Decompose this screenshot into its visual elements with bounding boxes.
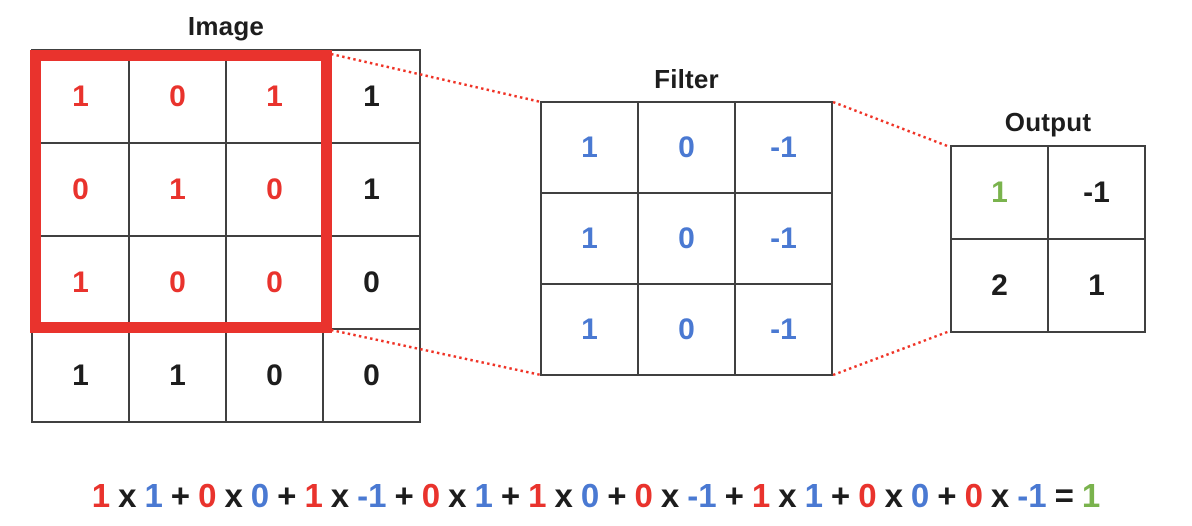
- equation-token: 0: [250, 477, 270, 514]
- equation-token: x: [330, 477, 350, 514]
- grid-cell: 1: [540, 283, 639, 376]
- grid-cell: 0: [637, 101, 736, 194]
- grid-cell: 0: [225, 328, 324, 423]
- equation-token: +: [500, 477, 521, 514]
- grid-cell: 1: [128, 328, 227, 423]
- grid-cell: -1: [734, 192, 833, 285]
- equation-token: 1: [528, 477, 547, 514]
- equation-token: x: [778, 477, 797, 514]
- grid-row: 1-1: [950, 145, 1146, 240]
- grid-cell: 1: [322, 49, 421, 144]
- grid-cell: 1: [540, 192, 639, 285]
- grid-cell: -1: [734, 283, 833, 376]
- equation-token: +: [830, 477, 851, 514]
- equation-token: +: [394, 477, 414, 514]
- equation-token: +: [277, 477, 297, 514]
- grid-cell: 0: [637, 192, 736, 285]
- grid-cell: 0: [128, 49, 227, 144]
- equation-token: +: [937, 477, 957, 514]
- equation-token: 0: [580, 477, 600, 514]
- equation-token: +: [607, 477, 627, 514]
- equation-token: -1: [1017, 477, 1047, 514]
- equation-token: x: [554, 477, 573, 514]
- equation-token: 1: [304, 477, 323, 514]
- equation-token: +: [724, 477, 744, 514]
- image-grid-title: Image: [187, 11, 265, 41]
- grid-cell: 2: [950, 238, 1049, 333]
- grid-cell: 0: [128, 235, 227, 330]
- equation-token: 0: [964, 477, 983, 514]
- grid-cell: 0: [225, 142, 324, 237]
- equation-token: x: [118, 477, 137, 514]
- connector-line-top-right: [832, 100, 951, 149]
- equation-token: x: [990, 477, 1010, 514]
- equation-token: 0: [198, 477, 217, 514]
- equation-token: x: [224, 477, 243, 514]
- grid-cell: -1: [1047, 145, 1146, 240]
- equation-token: 1: [91, 477, 111, 514]
- grid-cell: 1: [950, 145, 1049, 240]
- equation-token: x: [884, 477, 903, 514]
- equation-token: 1: [751, 477, 771, 514]
- connector-line-bottom-right: [832, 329, 951, 377]
- equation-token: =: [1054, 477, 1074, 514]
- equation-token: 1: [804, 477, 823, 514]
- equation-token: 0: [910, 477, 930, 514]
- grid-cell: 1: [31, 235, 130, 330]
- output-grid-title: Output: [1004, 107, 1092, 137]
- grid-cell: 0: [637, 283, 736, 376]
- equation-token: 0: [858, 477, 877, 514]
- grid-cell: 1: [128, 142, 227, 237]
- grid-cell: 0: [31, 142, 130, 237]
- equation-token: x: [448, 477, 467, 514]
- grid-cell: 1: [322, 142, 421, 237]
- filter-grid-title: Filter: [654, 64, 719, 94]
- equation-token: 0: [634, 477, 653, 514]
- equation-token: 1: [144, 477, 163, 514]
- equation-token: 1: [474, 477, 493, 514]
- grid-cell: 0: [322, 328, 421, 423]
- grid-cell: 1: [31, 328, 130, 423]
- grid-cell: 1: [31, 49, 130, 144]
- equation-token: -1: [687, 477, 717, 514]
- equation-token: 0: [421, 477, 441, 514]
- equation-token: -1: [357, 477, 387, 514]
- grid-cell: 1: [540, 101, 639, 194]
- equation-token: 1: [1081, 477, 1101, 514]
- grid-cell: -1: [734, 101, 833, 194]
- grid-cell: 1: [1047, 238, 1146, 333]
- grid-cell: 0: [322, 235, 421, 330]
- equation-token: +: [170, 477, 191, 514]
- equation-token: x: [660, 477, 680, 514]
- grid-cell: 0: [225, 235, 324, 330]
- grid-cell: 1: [225, 49, 324, 144]
